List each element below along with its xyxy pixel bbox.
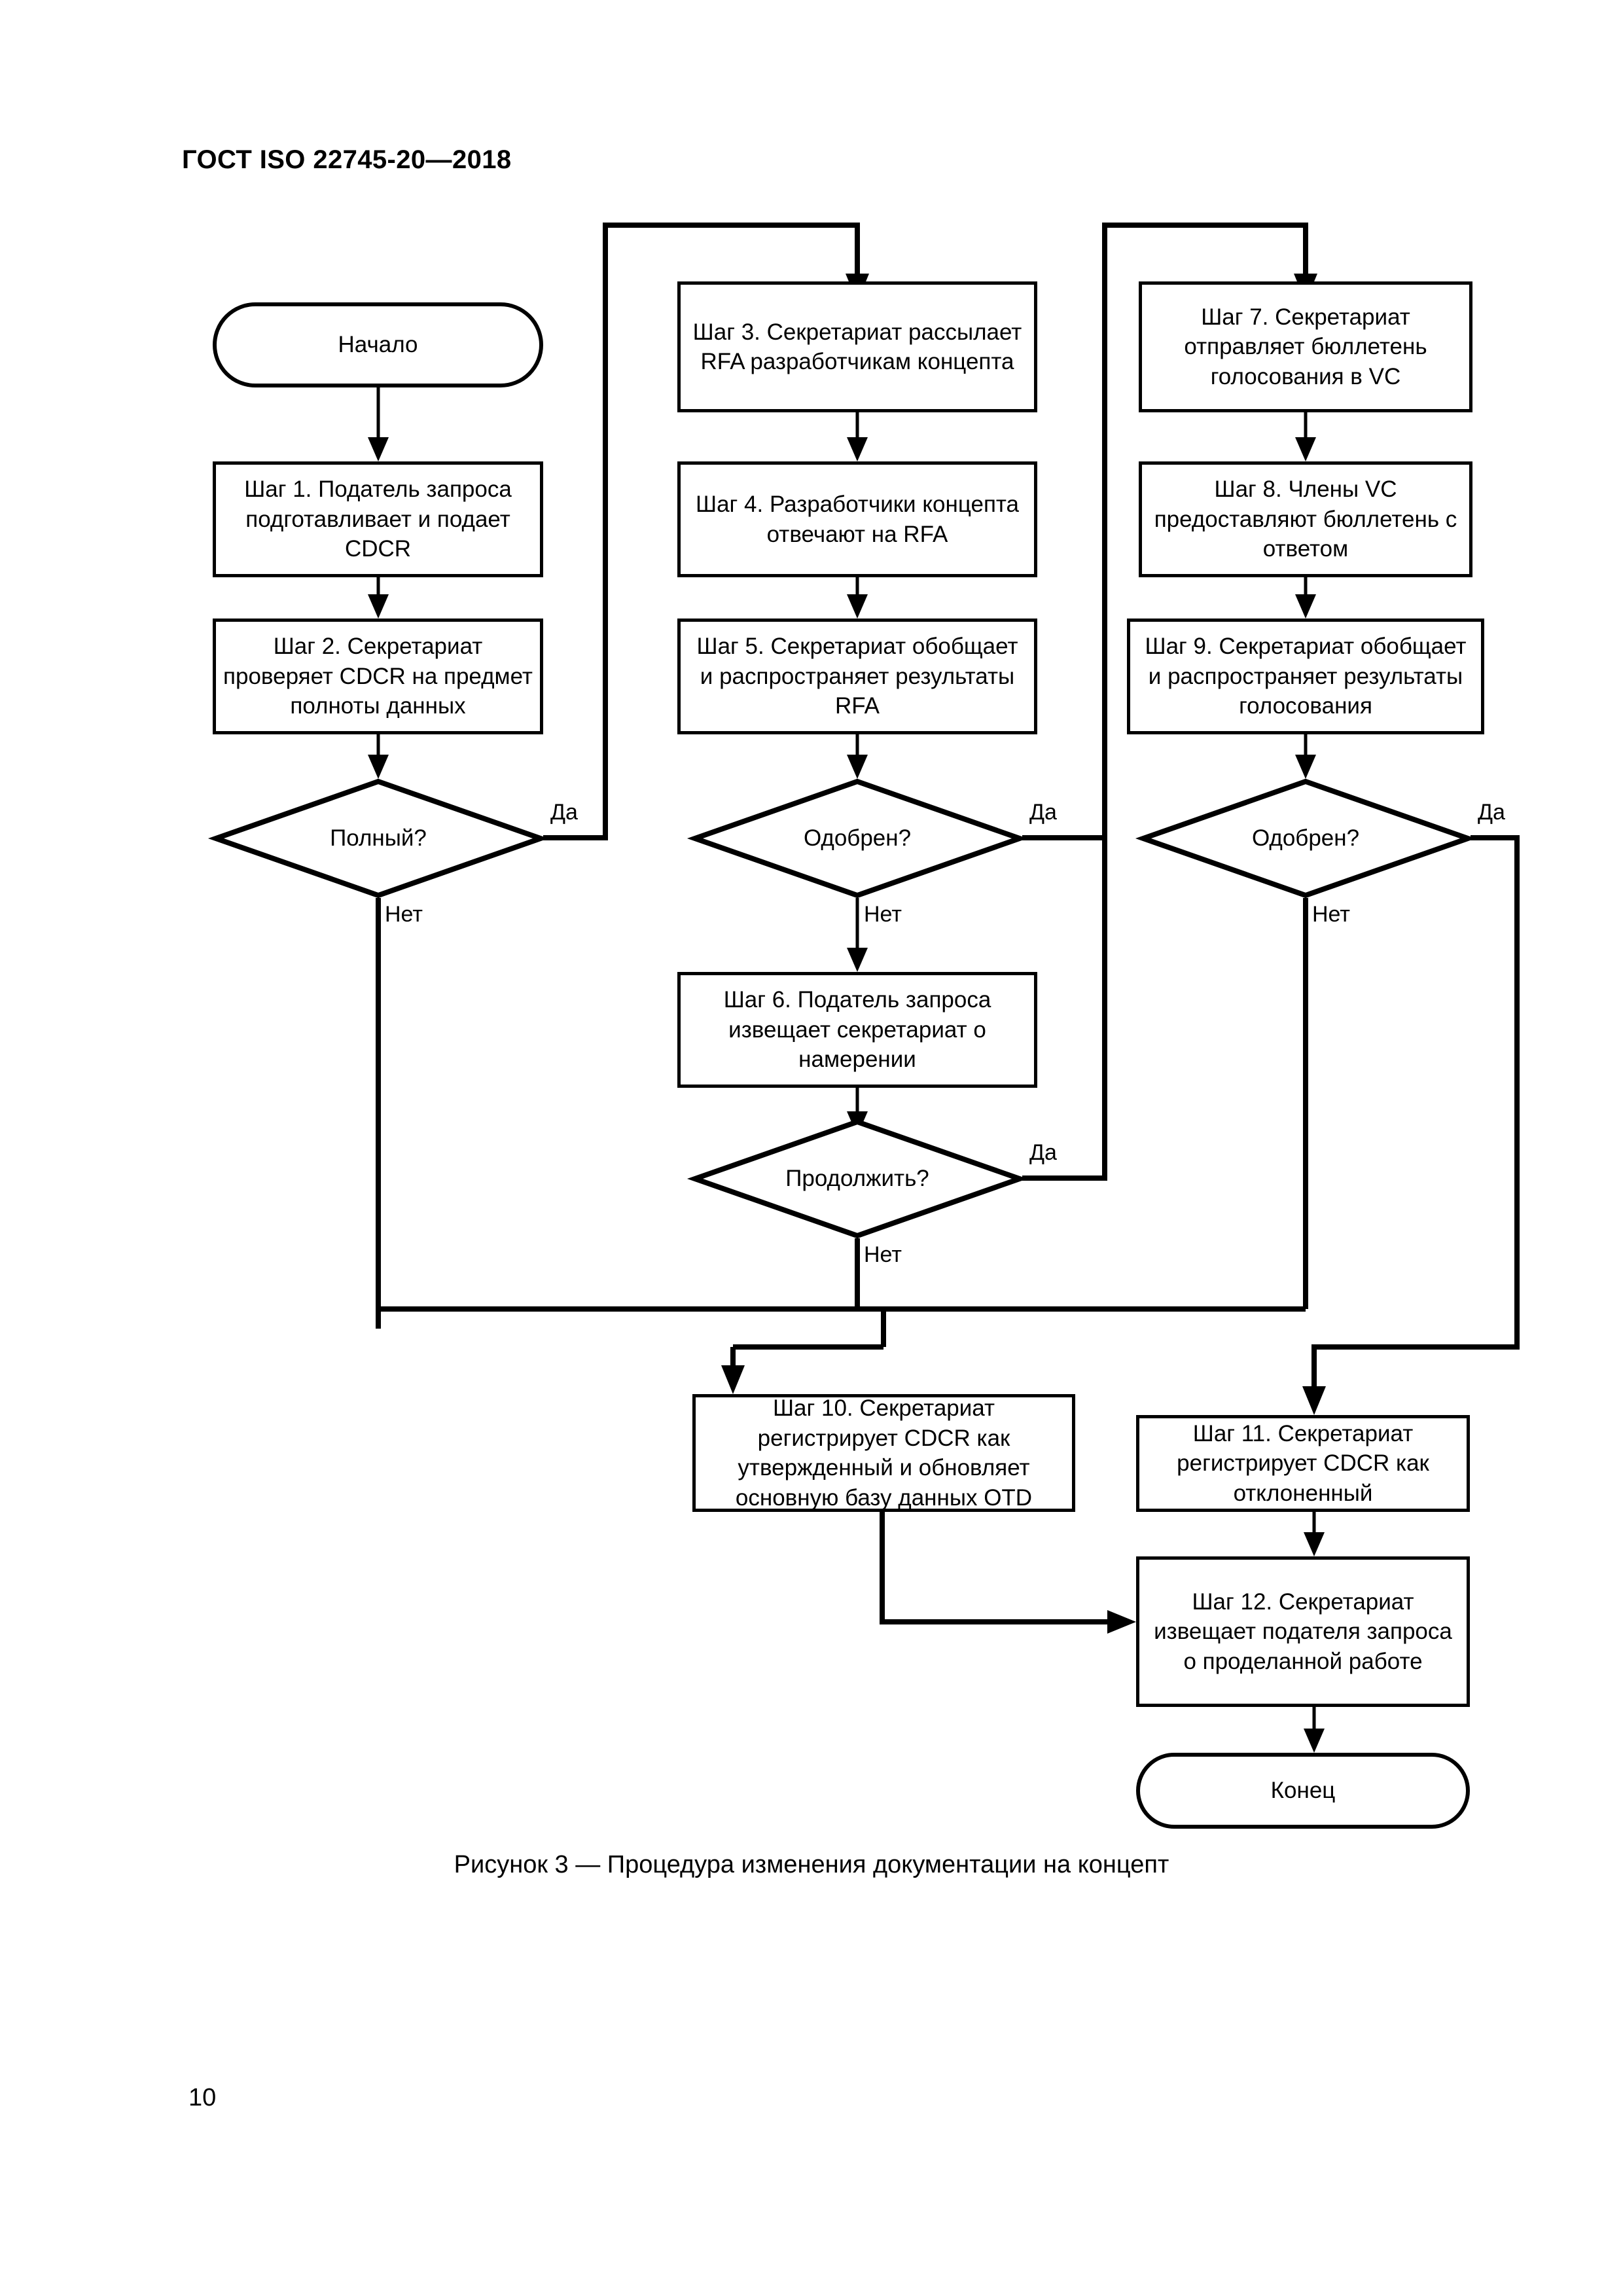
node-start-label: Начало bbox=[338, 332, 418, 358]
node-step-12[interactable]: Шаг 12. Секретариат извещает подателя за… bbox=[1136, 1556, 1470, 1707]
edge-label-dec1-yes: Да bbox=[548, 800, 580, 825]
edge-label-dec2-no: Нет bbox=[862, 902, 904, 927]
node-decision-approved-vote[interactable]: Одобрен? bbox=[1135, 778, 1476, 899]
node-step-3-label: Шаг 3. Секретариат рассылает RFA разрабо… bbox=[692, 319, 1022, 375]
node-decision-complete[interactable]: Полный? bbox=[207, 778, 549, 899]
node-step-10-label: Шаг 10. Секретариат регистрирует CDCR ка… bbox=[735, 1395, 1033, 1511]
node-step-11[interactable]: Шаг 11. Секретариат регистрирует CDCR ка… bbox=[1136, 1415, 1470, 1512]
node-step-5-label: Шаг 5. Секретариат обобщает и распростра… bbox=[696, 634, 1018, 719]
document-header: ГОСТ ISO 22745-20—2018 bbox=[182, 145, 512, 174]
node-end-label: Конец bbox=[1270, 1778, 1336, 1804]
figure-caption: Рисунок 3 — Процедура изменения документ… bbox=[454, 1851, 1169, 1878]
node-step-4-label: Шаг 4. Разработчики концепта отвечают на… bbox=[696, 492, 1019, 547]
node-step-2-label: Шаг 2. Секретариат проверяет CDCR на пре… bbox=[223, 634, 533, 719]
edge-label-dec2-yes: Да bbox=[1027, 800, 1059, 825]
node-decision-approved-rfa[interactable]: Одобрен? bbox=[687, 778, 1028, 899]
node-step-12-label: Шаг 12. Секретариат извещает подателя за… bbox=[1154, 1588, 1452, 1674]
node-step-11-label: Шаг 11. Секретариат регистрирует CDCR ка… bbox=[1177, 1420, 1429, 1506]
node-step-1[interactable]: Шаг 1. Податель запроса подготавливает и… bbox=[213, 461, 543, 577]
node-step-9-label: Шаг 9. Секретариат обобщает и распростра… bbox=[1145, 634, 1467, 719]
node-step-10[interactable]: Шаг 10. Секретариат регистрирует CDCR ка… bbox=[692, 1394, 1075, 1512]
node-step-9[interactable]: Шаг 9. Секретариат обобщает и распростра… bbox=[1127, 619, 1484, 734]
edge-label-dec1-no: Нет bbox=[383, 902, 425, 927]
edge-label-dec3-yes: Да bbox=[1027, 1140, 1059, 1166]
node-step-1-label: Шаг 1. Податель запроса подготавливает и… bbox=[244, 476, 512, 562]
node-start[interactable]: Начало bbox=[213, 302, 543, 387]
node-end[interactable]: Конец bbox=[1136, 1753, 1470, 1829]
edge-label-dec4-yes: Да bbox=[1476, 800, 1507, 825]
node-step-3[interactable]: Шаг 3. Секретариат рассылает RFA разрабо… bbox=[677, 281, 1037, 412]
node-step-5[interactable]: Шаг 5. Секретариат обобщает и распростра… bbox=[677, 619, 1037, 734]
node-step-7[interactable]: Шаг 7. Секретариат отправляет бюллетень … bbox=[1139, 281, 1472, 412]
page-number: 10 bbox=[188, 2084, 217, 2111]
edge-label-dec3-no: Нет bbox=[862, 1242, 904, 1268]
node-step-4[interactable]: Шаг 4. Разработчики концепта отвечают на… bbox=[677, 461, 1037, 577]
node-step-7-label: Шаг 7. Секретариат отправляет бюллетень … bbox=[1184, 304, 1427, 389]
edge-label-dec4-no: Нет bbox=[1310, 902, 1352, 927]
node-step-2[interactable]: Шаг 2. Секретариат проверяет CDCR на пре… bbox=[213, 619, 543, 734]
node-step-6-label: Шаг 6. Податель запроса извещает секрета… bbox=[723, 987, 991, 1073]
node-step-8-label: Шаг 8. Члены VC предоставляют бюллетень … bbox=[1154, 476, 1457, 562]
node-decision-continue[interactable]: Продолжить? bbox=[687, 1119, 1028, 1239]
node-step-8[interactable]: Шаг 8. Члены VC предоставляют бюллетень … bbox=[1139, 461, 1472, 577]
node-step-6[interactable]: Шаг 6. Податель запроса извещает секрета… bbox=[677, 972, 1037, 1088]
